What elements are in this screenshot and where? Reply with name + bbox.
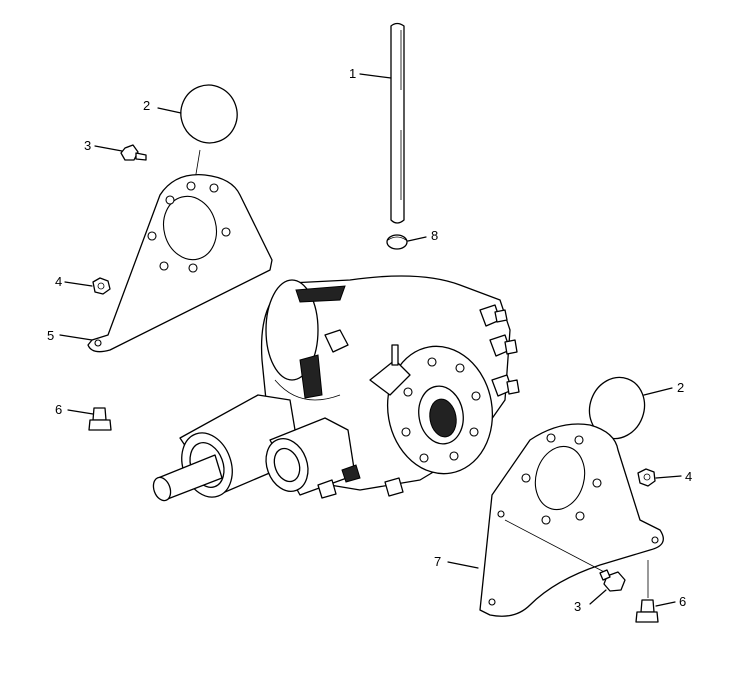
part-6-bolt-left: [88, 407, 112, 431]
callout-6-left: 6: [55, 402, 62, 417]
callout-2-right: 2: [677, 380, 684, 395]
callout-4-left: 4: [55, 274, 62, 289]
part-8-clip: [386, 234, 408, 250]
part-6-bolt-right: [635, 599, 659, 623]
part-3-bolt-right: [599, 569, 626, 592]
callout-8: 8: [431, 228, 438, 243]
callout-leaders: [59, 73, 682, 607]
callout-1: 1: [349, 66, 356, 81]
callout-7: 7: [434, 554, 441, 569]
callout-2-left: 2: [143, 98, 150, 113]
part-4-nut-right: [637, 468, 656, 487]
part-3-bolt-left: [120, 144, 147, 161]
callout-3-left: 3: [84, 138, 91, 153]
callout-6-right: 6: [679, 594, 686, 609]
gear-case-assembly: [152, 275, 520, 502]
part-1-rod: [390, 22, 405, 224]
part-4-nut-left: [92, 277, 111, 295]
part-7-plate-right: [479, 423, 664, 617]
part-5-plate-left: [87, 174, 273, 353]
callout-4-right: 4: [685, 469, 692, 484]
callout-3-right: 3: [574, 599, 581, 614]
callout-5: 5: [47, 328, 54, 343]
part-2-gasket-left: [180, 84, 238, 144]
